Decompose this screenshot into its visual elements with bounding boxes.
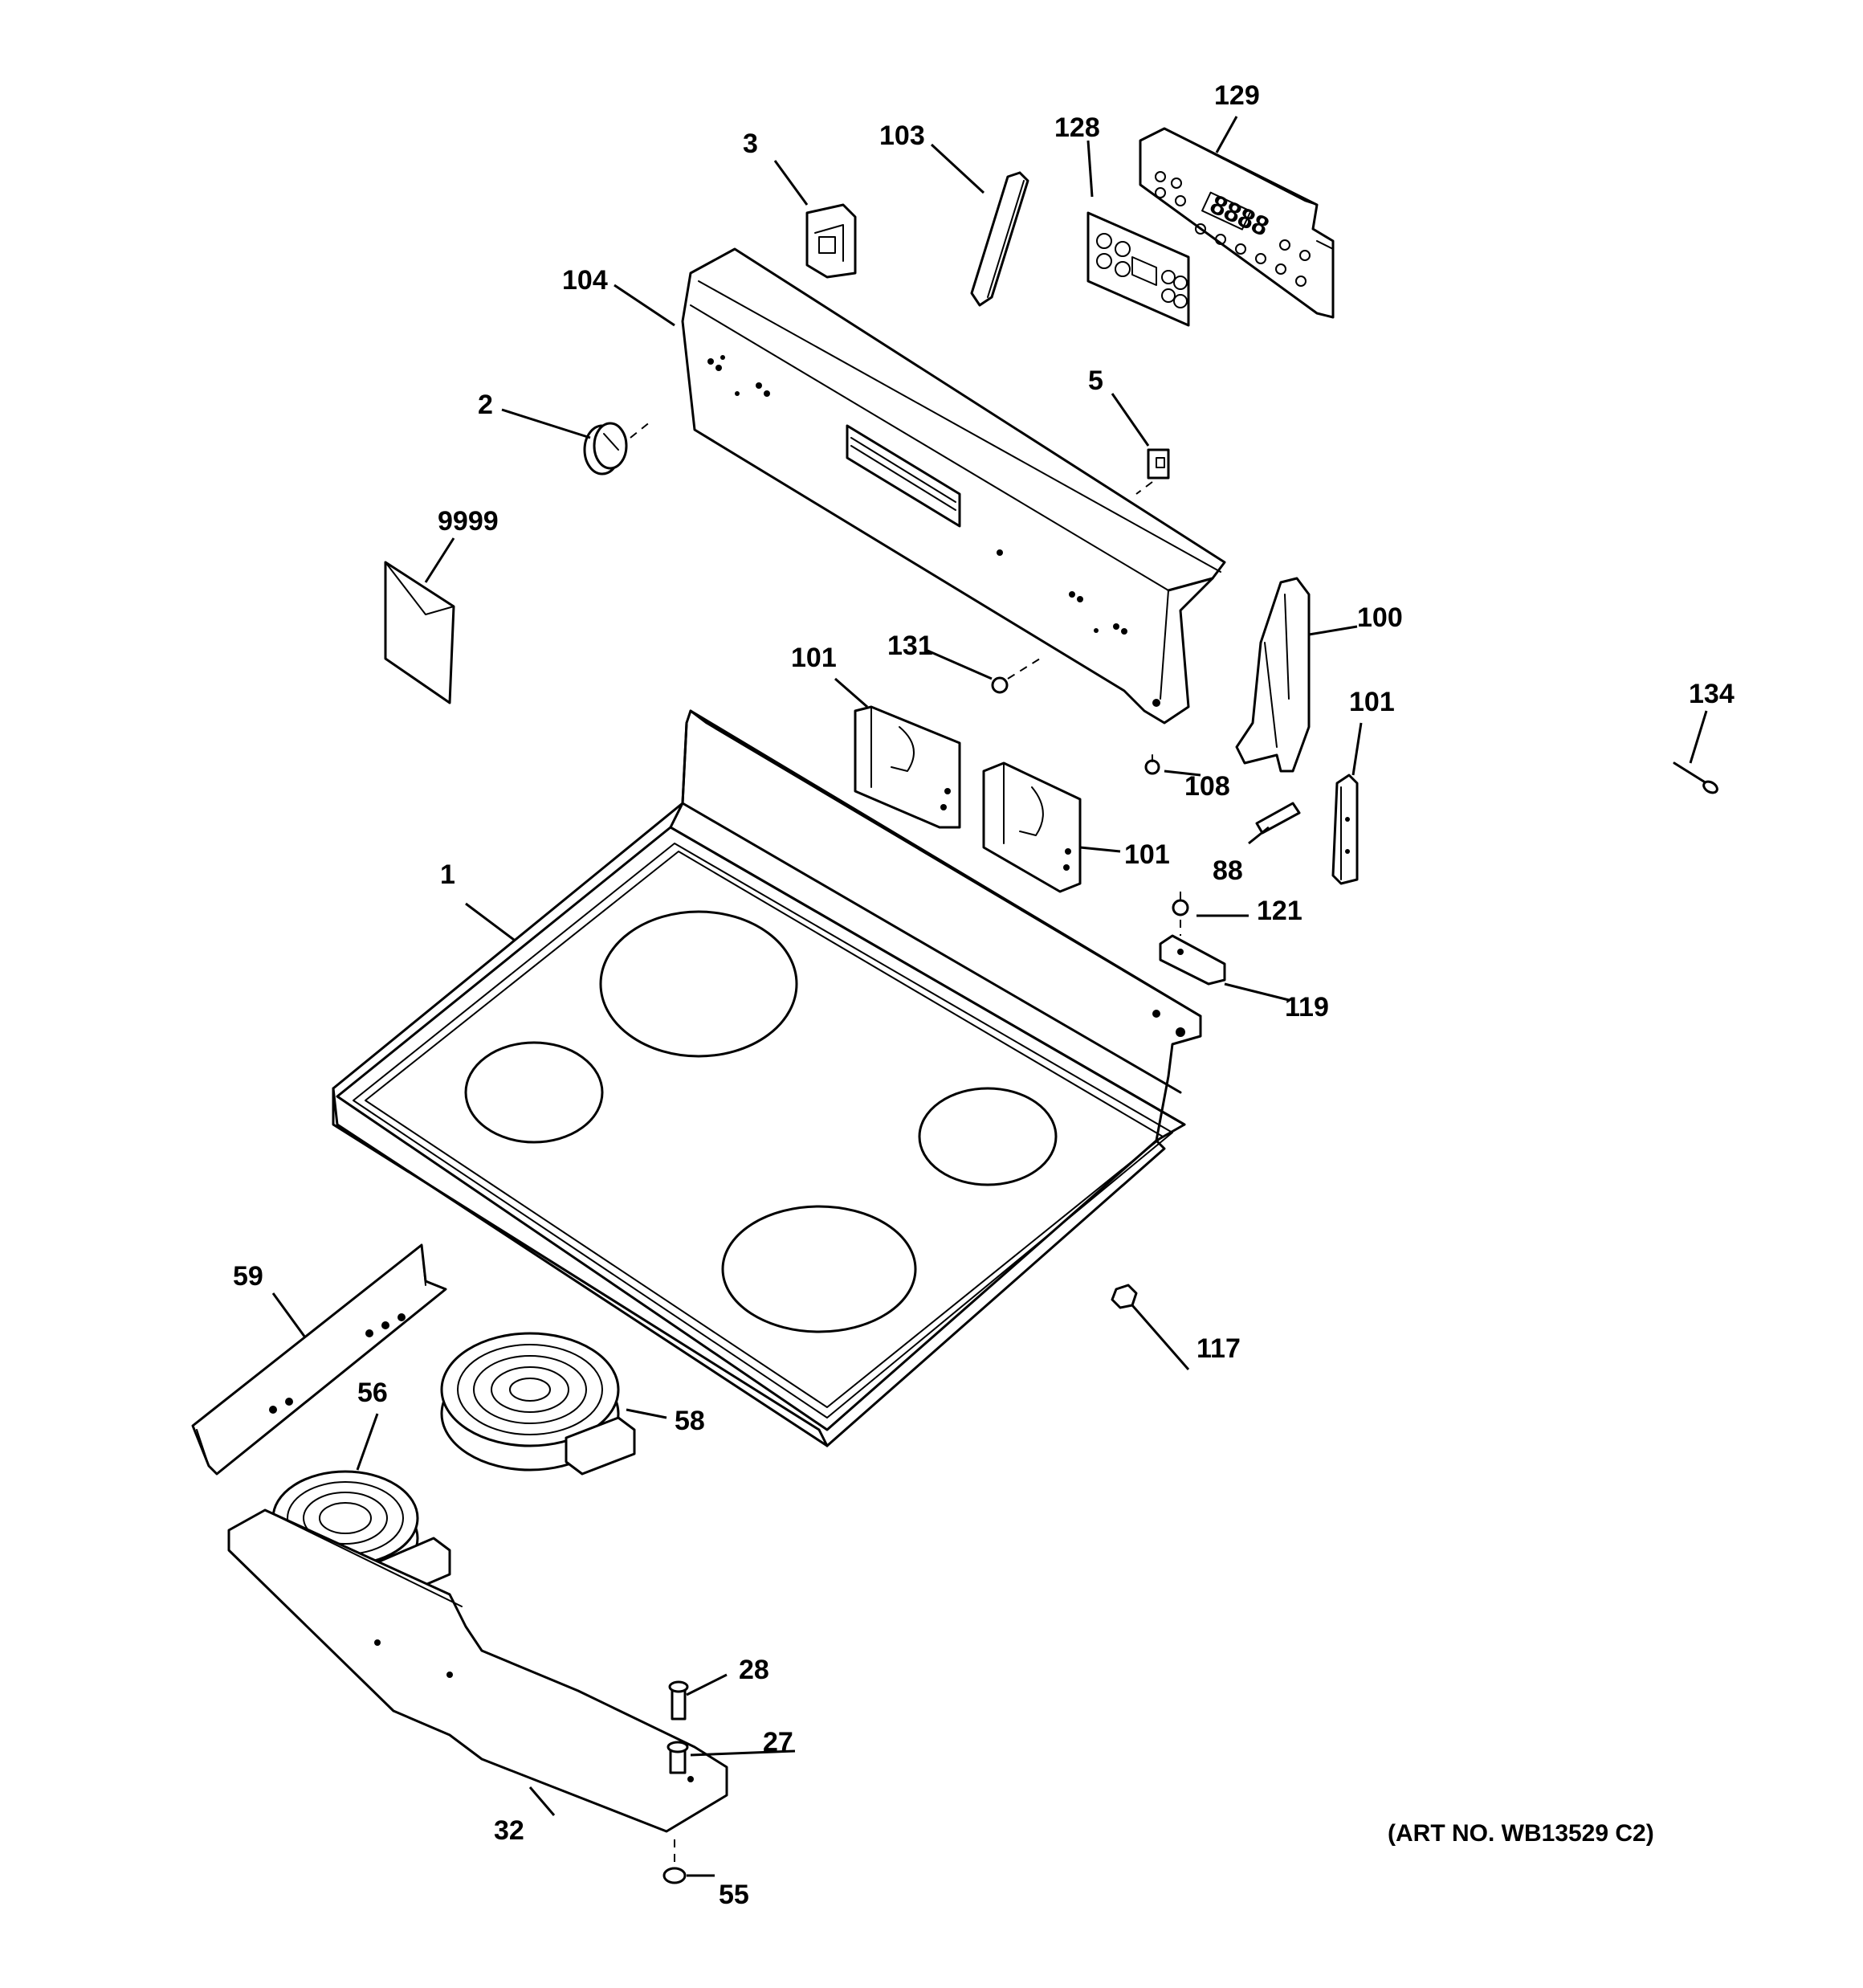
control-board-129: 8888 xyxy=(1139,127,1335,319)
callout-101-right: 101 xyxy=(1349,687,1395,717)
callout-59: 59 xyxy=(233,1261,263,1292)
callout-27: 27 xyxy=(763,1727,793,1757)
callout-3: 3 xyxy=(743,129,758,159)
leader-lines xyxy=(271,116,1708,1877)
callout-104: 104 xyxy=(562,265,608,296)
callout-128: 128 xyxy=(1054,112,1100,143)
callout-2: 2 xyxy=(478,390,493,420)
burner-zone-front-right xyxy=(721,1205,917,1333)
callout-28: 28 xyxy=(739,1655,769,1685)
screw-134 xyxy=(1673,761,1718,794)
knob-part-2 xyxy=(583,421,651,476)
callout-131: 131 xyxy=(887,631,933,661)
bracket-101-center xyxy=(982,761,1082,893)
end-cap-100 xyxy=(1235,577,1311,773)
callout-5: 5 xyxy=(1088,365,1103,396)
burner-zone-front-left xyxy=(464,1041,604,1144)
callout-134: 134 xyxy=(1689,679,1735,709)
callout-9999: 9999 xyxy=(438,506,499,537)
clip-88 xyxy=(1255,802,1301,835)
support-bracket-32 xyxy=(227,1508,728,1833)
angle-bracket-59 xyxy=(191,1243,447,1476)
stud-28 xyxy=(668,1680,689,1721)
switch-part-3 xyxy=(805,203,857,279)
callout-103: 103 xyxy=(879,120,925,151)
burner-zone-rear-left xyxy=(599,910,798,1058)
bracket-101-right xyxy=(1331,774,1359,885)
callout-88: 88 xyxy=(1213,855,1243,886)
literature-envelope-9999 xyxy=(384,561,455,704)
callout-56: 56 xyxy=(357,1378,388,1408)
screw-131 xyxy=(991,658,1041,694)
cooktop-glass xyxy=(332,709,1202,1447)
callout-117: 117 xyxy=(1196,1333,1241,1364)
bracket-part-103 xyxy=(970,171,1029,307)
switch-part-5 xyxy=(1135,448,1170,495)
callout-58: 58 xyxy=(675,1406,705,1436)
screw-121 xyxy=(1172,892,1189,936)
callout-32: 32 xyxy=(494,1815,524,1846)
callout-108: 108 xyxy=(1184,771,1230,802)
stud-27 xyxy=(667,1741,689,1774)
callout-119: 119 xyxy=(1285,992,1329,1023)
control-overlay-128 xyxy=(1086,211,1190,327)
art-number: (ART NO. WB13529 C2) xyxy=(1388,1820,1654,1847)
nut-117 xyxy=(1111,1284,1138,1309)
callout-101-center: 101 xyxy=(1124,839,1170,870)
callout-100: 100 xyxy=(1357,602,1403,633)
screw-108 xyxy=(1144,754,1160,775)
callout-1: 1 xyxy=(440,859,455,890)
backsplash-panel xyxy=(681,247,1226,725)
callout-101-left: 101 xyxy=(791,643,837,673)
burner-zone-rear-right xyxy=(918,1087,1058,1186)
callout-labels: 1 2 3 5 27 28 32 55 56 58 59 88 100 101 … xyxy=(233,80,1735,1910)
callout-129: 129 xyxy=(1214,80,1260,111)
bracket-119 xyxy=(1159,934,1226,986)
callout-121: 121 xyxy=(1257,896,1302,926)
nut-55 xyxy=(662,1839,687,1884)
bracket-101-left xyxy=(854,705,961,829)
radiant-element-58 xyxy=(440,1332,636,1476)
callout-55: 55 xyxy=(719,1880,749,1910)
